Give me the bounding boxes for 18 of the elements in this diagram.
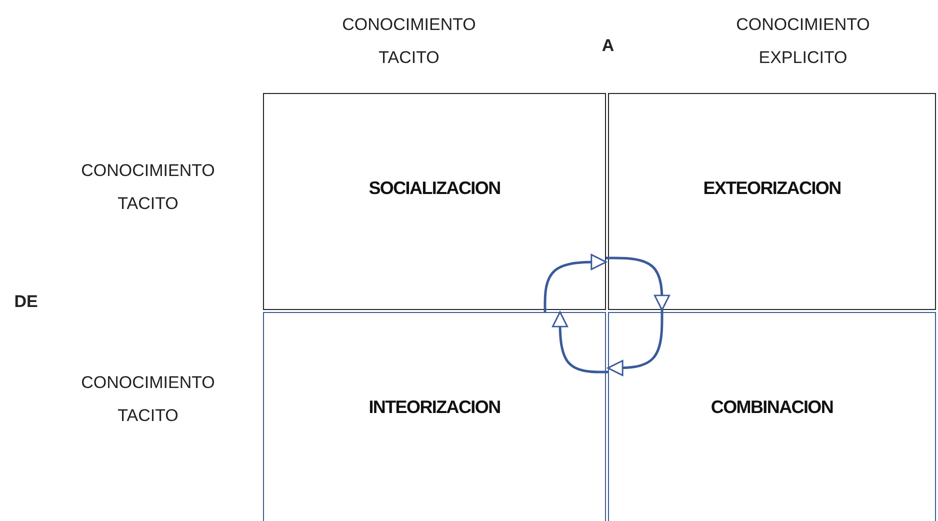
quadrant-box	[263, 312, 606, 521]
axis-label: CONOCIMIENTO TACITO	[341, 14, 477, 69]
cycle-arrow	[544, 254, 607, 312]
cycle-arrow	[552, 311, 608, 374]
axis-label: CONOCIMIENTO TACITO	[80, 160, 216, 215]
axis-label: DE	[13, 291, 39, 313]
quadrant-box	[608, 312, 936, 521]
cycle-arrow	[606, 256, 670, 311]
cycle-arrow	[607, 310, 664, 376]
axis-label: CONOCIMIENTO TACITO	[80, 372, 216, 427]
quadrant-title: SOCIALIZACION	[368, 178, 502, 199]
quadrant-box	[608, 93, 936, 310]
axis-label: A	[600, 35, 616, 57]
quadrant-title: INTEORIZACION	[368, 397, 502, 418]
quadrant-box	[263, 93, 606, 310]
quadrant-title: EXTEORIZACION	[702, 178, 842, 199]
quadrant-title: COMBINACION	[710, 397, 834, 418]
axis-label: CONOCIMIENTO EXPLICITO	[735, 14, 871, 69]
